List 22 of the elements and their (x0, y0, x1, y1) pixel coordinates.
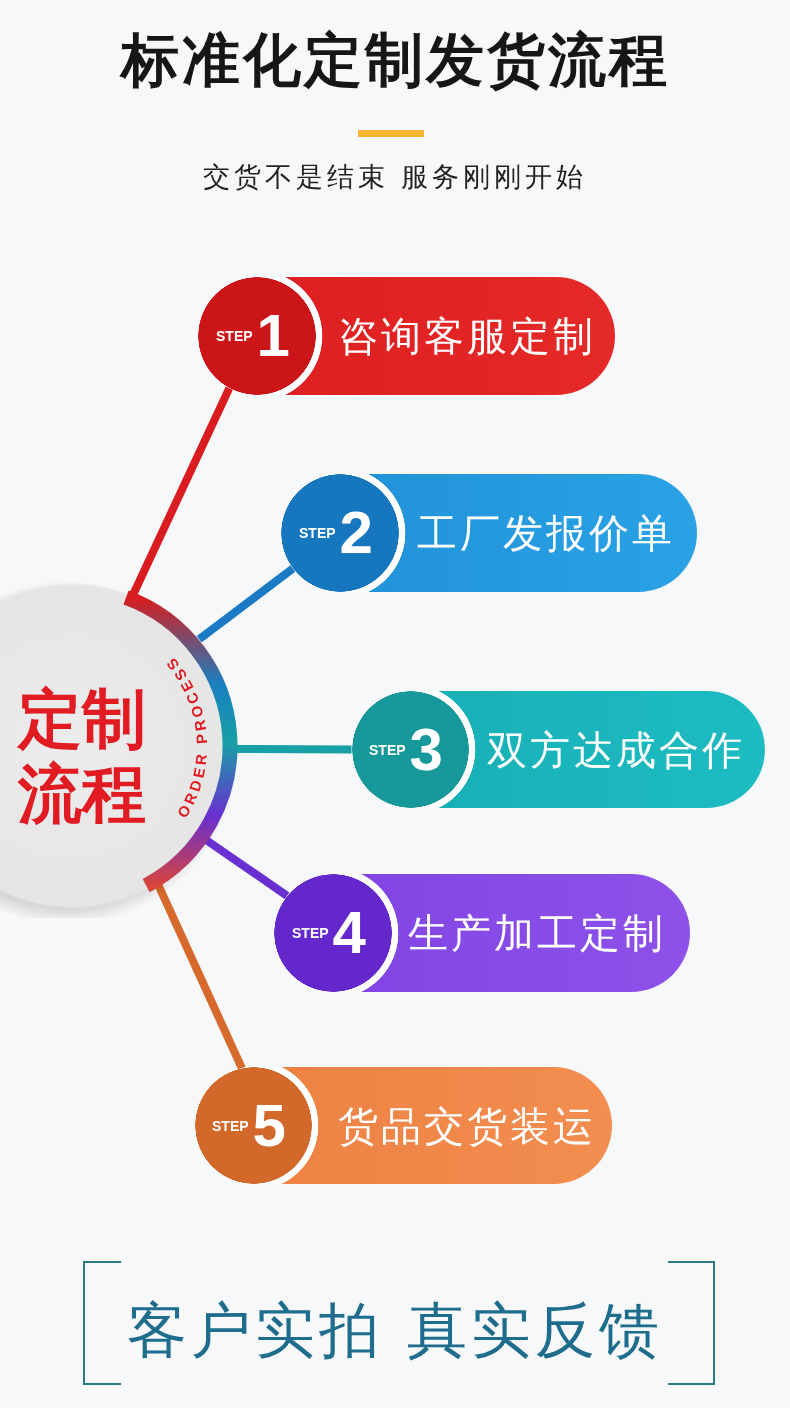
step-label: STEP (216, 328, 253, 344)
step-number: 2 (339, 502, 373, 564)
step-number: 5 (252, 1094, 286, 1157)
step-title: 双方达成合作 (487, 725, 745, 775)
step-label: STEP (299, 525, 336, 541)
connector-line (129, 386, 233, 596)
step-number: 1 (256, 305, 290, 367)
title: 标准化定制发货流程 (118, 25, 671, 96)
step-title: 工厂发报价单 (417, 509, 675, 558)
step-number: 3 (409, 718, 443, 781)
step-label: STEP (292, 925, 329, 941)
connector-line (236, 744, 352, 754)
step-title: 咨询客服定制 (338, 312, 596, 361)
step-title: 生产加工定制 (408, 909, 666, 958)
step-label: STEP (369, 741, 406, 758)
step-number: 4 (332, 902, 366, 964)
hub-title: 定制流程 (18, 682, 147, 832)
subtitle: 交货不是结束 服务刚刚开始 (201, 160, 589, 194)
step-title: 货品交货装运 (338, 1101, 596, 1151)
step-label: STEP (212, 1117, 249, 1134)
section-heading: 客户实拍 真实反馈 (126, 1294, 664, 1367)
connector-line (196, 565, 296, 643)
